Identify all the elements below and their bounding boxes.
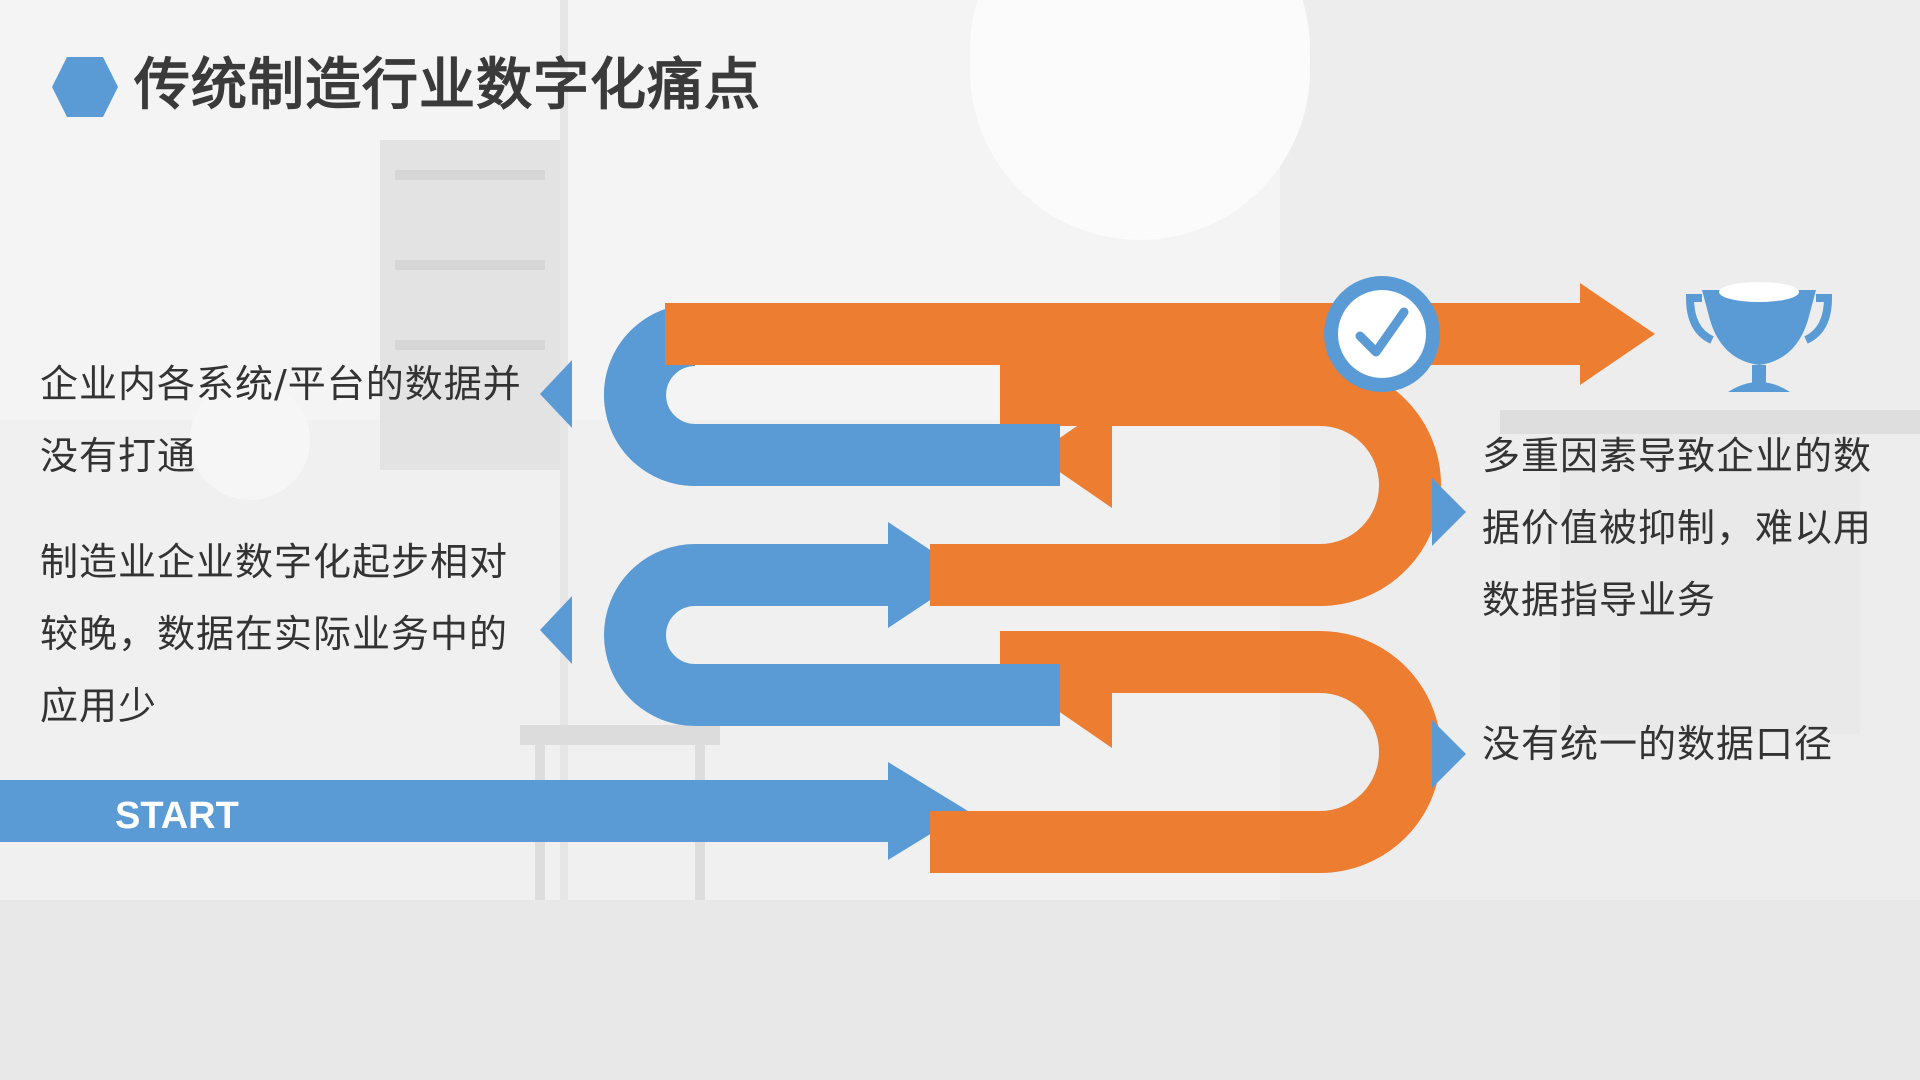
check-circle-icon: [1324, 276, 1440, 392]
orange-arrow-head-lower: [1035, 642, 1112, 748]
blue-loop-lower: [604, 544, 1060, 726]
pointer-right-1: [1432, 478, 1466, 546]
pointer-left-1: [540, 360, 572, 428]
start-label: START: [115, 795, 239, 837]
finish-bar: [665, 303, 1600, 365]
orange-loop-lower: [930, 631, 1441, 873]
pain-point-late-digitalization: 制造业企业数字化起步相对较晚，数据在实际业务中的应用少: [40, 540, 509, 728]
finish-arrow-head: [1580, 283, 1655, 385]
page-title: 传统制造行业数字化痛点: [134, 53, 761, 118]
hexagon-icon: [52, 57, 118, 117]
pointer-right-2: [1432, 720, 1466, 788]
start-bar: [0, 780, 900, 842]
trophy-icon: [1685, 282, 1833, 392]
pain-point-data-value-suppressed: 多重因素导致企业的数据价值被抑制，难以用数据指导业务: [1482, 434, 1873, 622]
pain-point-system-integration: 企业内各系统/平台的数据并没有打通: [40, 362, 522, 478]
pointer-left-2: [540, 596, 572, 664]
orange-arrow-head-middle: [1035, 402, 1112, 508]
start-arrow-head: [888, 762, 968, 860]
orange-loop-middle: [930, 364, 1441, 606]
blue-arrow-head-lower: [888, 522, 968, 628]
pain-point-no-data-standard: 没有统一的数据口径: [1482, 722, 1834, 766]
